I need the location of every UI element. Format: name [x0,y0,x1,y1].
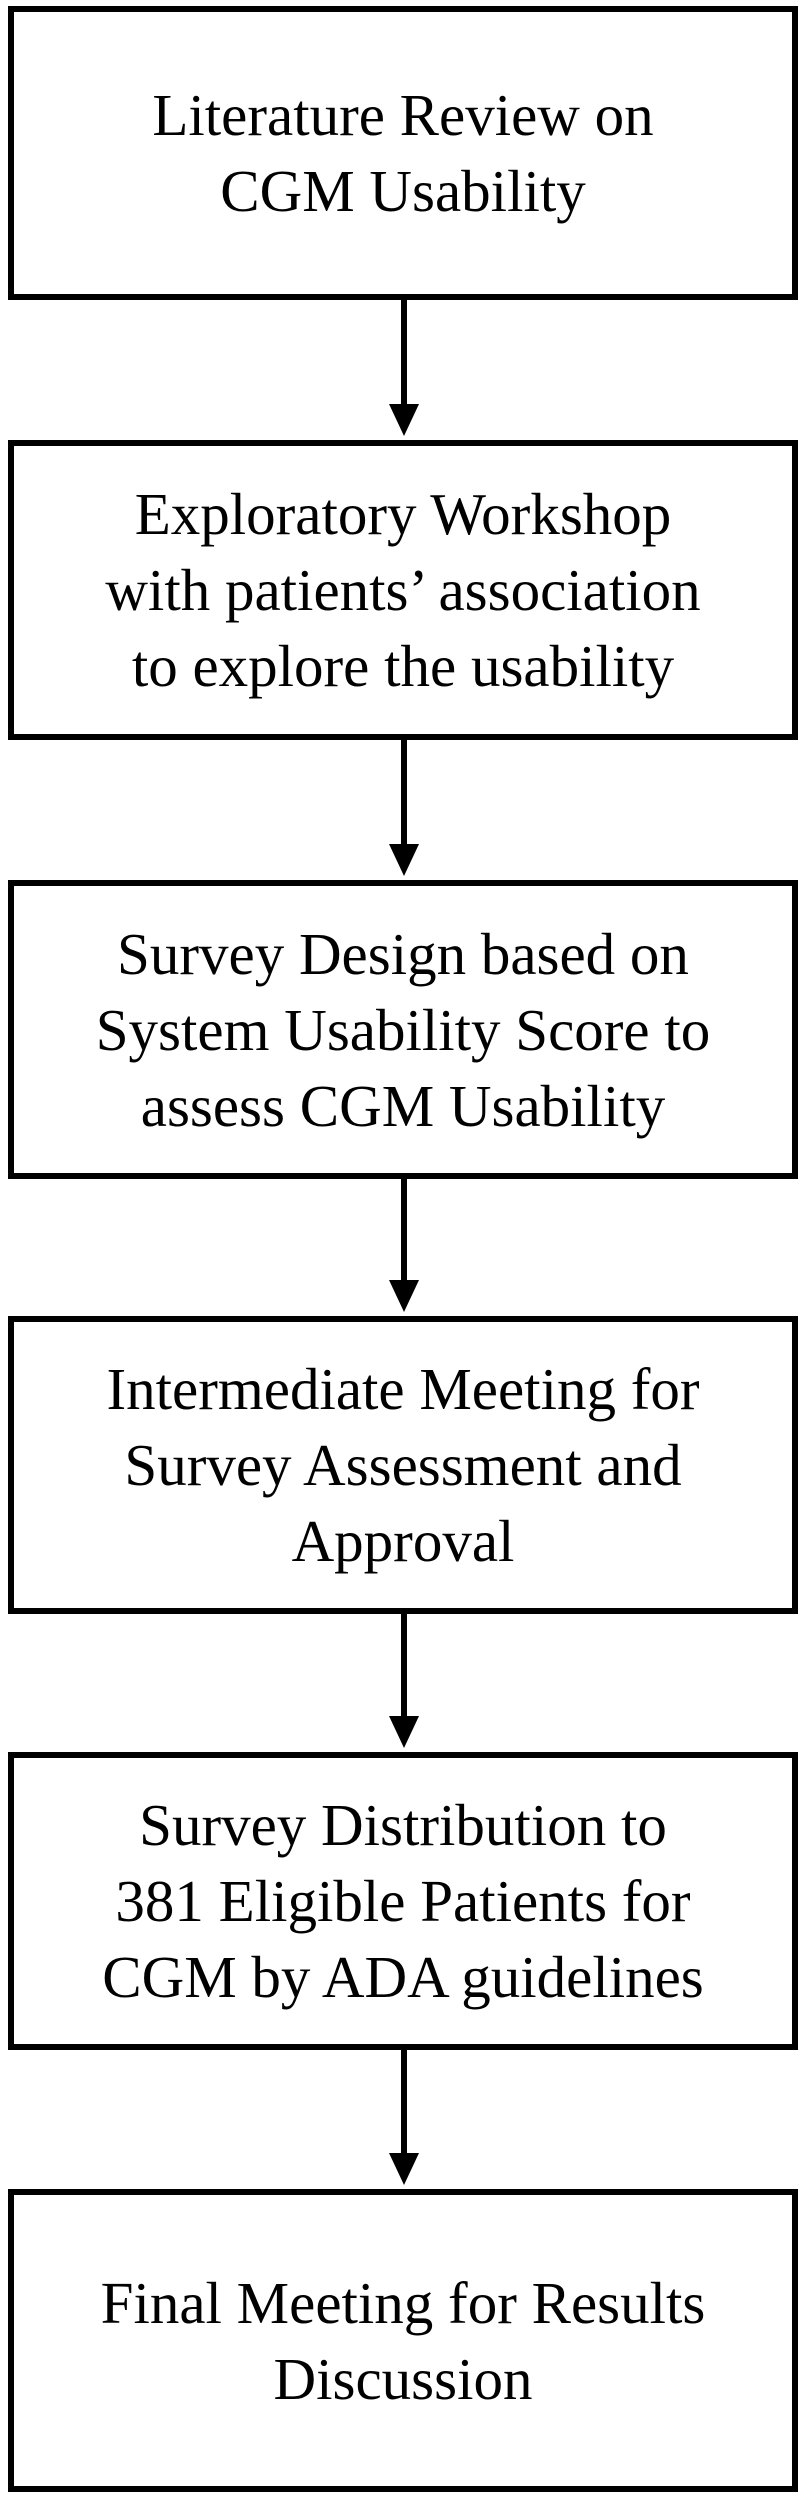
step-text-line: Survey Distribution to [139,1792,667,1858]
flow-arrow [389,740,419,876]
step-text-line: System Usability Score to [95,996,711,1063]
step-text-line: Exploratory Workshop [134,481,672,547]
step-exploratory-workshop: Exploratory Workshop with patients’ asso… [8,440,798,740]
step-final-meeting: Final Meeting for Results Discussion [8,2189,798,2492]
flow-arrow [389,2050,419,2185]
step-text-line: with patients’ association [105,557,701,623]
flow-arrow [389,1614,419,1748]
step-text-line: Discussion [273,2345,533,2412]
step-text-line: assess CGM Usability [140,1072,666,1139]
step-text-line: Survey Design based on [117,920,689,987]
step-text-line: 381 Eligible Patients for [115,1868,691,1934]
step-intermediate-meeting: Intermediate Meeting for Survey Assessme… [8,1316,798,1614]
flow-arrow [389,300,419,436]
step-text-line: Intermediate Meeting for [106,1356,700,1422]
step-text-line: CGM Usability [220,158,586,224]
flow-arrow [389,1179,419,1312]
step-text-line: to explore the usability [131,633,675,699]
step-survey-design: Survey Design based on System Usability … [8,880,798,1179]
step-text-line: Approval [291,1508,515,1574]
step-text-line: CGM by ADA guidelines [102,1944,704,2010]
step-text-line: Survey Assessment and [124,1432,682,1498]
step-survey-distribution: Survey Distribution to 381 Eligible Pati… [8,1752,798,2050]
step-literature-review: Literature Review on CGM Usability [8,6,798,300]
step-text-line: Literature Review on [152,82,654,148]
step-text-line: Final Meeting for Results [100,2269,706,2336]
